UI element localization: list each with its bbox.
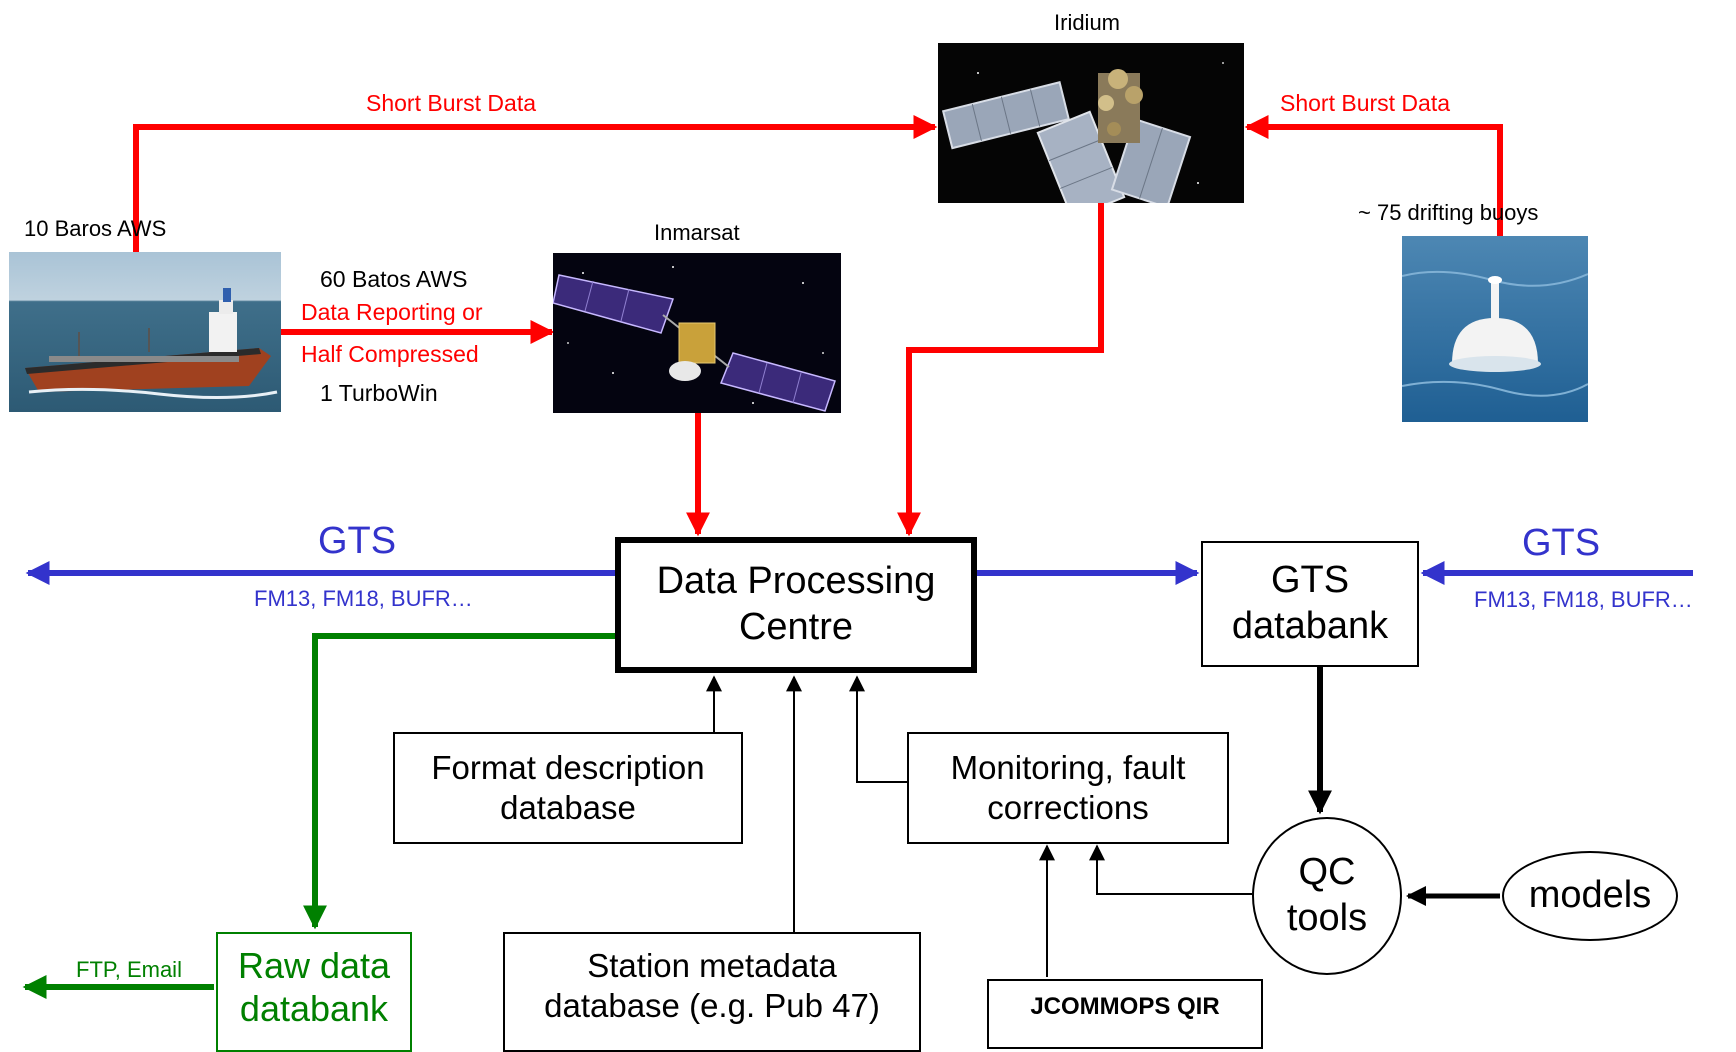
gts-right-formats: FM13, FM18, BUFR…	[1474, 587, 1693, 612]
raw-data-line-2: databank	[239, 988, 389, 1029]
models-label: models	[1528, 874, 1652, 917]
sbd-left-label: Short Burst Data	[366, 90, 537, 116]
qc-to-monitoring-arrow	[1089, 844, 1252, 895]
ship-image	[9, 252, 281, 412]
gts-databank-line-1: GTS	[1270, 559, 1350, 602]
dpc-to-raw-data-arrow	[303, 633, 615, 930]
gts-left-title: GTS	[318, 520, 397, 562]
inmarsat-label: Inmarsat	[654, 220, 740, 245]
gts-databank-line-2: databank	[1231, 605, 1389, 647]
batos-aws-label: 60 Batos AWS	[320, 266, 468, 292]
qc-tools-line-1: QC	[1298, 851, 1356, 894]
monitoring-line-1: Monitoring, fault	[950, 749, 1186, 787]
raw-data-line-1: Raw data	[237, 944, 391, 986]
station-meta-line-2: database (e.g. Pub 47)	[544, 987, 880, 1024]
buoys-label: ~ 75 drifting buoys	[1358, 200, 1539, 225]
monitoring-line-2: corrections	[987, 789, 1149, 826]
sbd-buoys-to-iridium-arrow	[1244, 115, 1503, 236]
inmarsat-satellite-image	[553, 253, 841, 413]
gts-right-title: GTS	[1522, 522, 1601, 564]
ship-aws-label: 10 Baros AWS	[24, 216, 167, 241]
half-compressed-label: Half Compressed	[301, 341, 479, 367]
format-db-line-1: Format description	[431, 749, 705, 787]
jcommops-qir-box: JCOMMOPS QIR	[987, 979, 1263, 1049]
iridium-satellite-image	[938, 43, 1244, 203]
sbd-right-label: Short Burst Data	[1280, 90, 1451, 116]
dpc-line-2: Centre	[738, 606, 854, 648]
qc-tools-line-2: tools	[1286, 897, 1368, 939]
data-reporting-label: Data Reporting or	[301, 299, 483, 325]
models-ellipse: models	[1502, 851, 1678, 941]
station-meta-line-1: Station metadata	[587, 947, 837, 985]
gts-left-formats: FM13, FM18, BUFR…	[254, 586, 473, 611]
monitoring-to-dpc-arrow	[849, 675, 907, 783]
jcommops-label: JCOMMOPS QIR	[1030, 992, 1220, 1020]
sbd-ship-to-iridium-arrow	[133, 115, 938, 252]
dpc-line-1: Data Processing	[656, 560, 936, 603]
iridium-to-dpc-arrow	[897, 203, 1104, 537]
turbowin-label: 1 TurboWin	[320, 380, 438, 406]
ftp-email-label: FTP, Email	[76, 957, 182, 982]
format-db-line-2: database	[500, 789, 636, 826]
buoy-image	[1402, 236, 1588, 422]
iridium-label: Iridium	[1054, 10, 1121, 35]
